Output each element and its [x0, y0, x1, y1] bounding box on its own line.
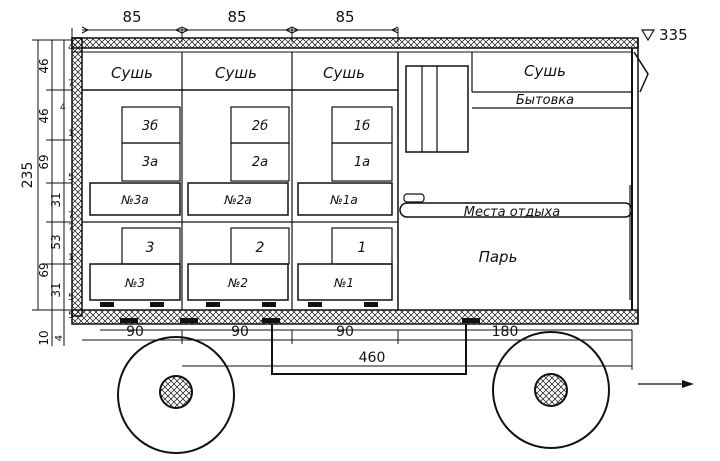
- upper-tier-2: 2б 2а №2а: [187, 106, 290, 216]
- lower-tier-2: 2 №2: [187, 227, 290, 301]
- steam-room-label: Парь: [479, 248, 518, 266]
- rest-bench-top: [399, 202, 633, 218]
- dim-left-5: 53: [49, 234, 63, 249]
- section-labels: Сушь Сушь Сушь Сушь Бытовка Места отдыха…: [111, 62, 574, 266]
- dim-height-total: 235: [20, 162, 36, 189]
- upper-tier-3: 3б 3а №3а: [89, 106, 181, 216]
- dim-small-8: 1: [68, 253, 74, 263]
- dim-bottom-1: 90: [126, 324, 144, 340]
- shelf-2a: №2а: [223, 193, 251, 207]
- dim-left-7: 31: [49, 282, 63, 297]
- floor-insulation: [71, 309, 639, 325]
- box-1: 1: [358, 240, 367, 256]
- dim-top-2: 85: [227, 8, 246, 26]
- shelf-2: №2: [227, 276, 248, 290]
- dim-left-6: 69: [37, 262, 51, 277]
- tray-2a: 2а: [252, 155, 268, 170]
- floor-supports: [100, 302, 480, 323]
- rear-wheel: [117, 336, 235, 454]
- dim-left-2: 46: [37, 108, 51, 123]
- dim-small-6: 7: [68, 211, 74, 221]
- bottom-dimensions: 90 90 90 180 460: [82, 324, 633, 370]
- dim-small-7: 7: [68, 223, 74, 233]
- tray-3b: 3б: [142, 119, 158, 134]
- top-dimensions: 85 85 85 335: [71, 8, 688, 44]
- tray-2b: 2б: [252, 119, 268, 134]
- left-dimensions: 235 46 46 69 31 53 69 31 4 7 4 1 5 7 7 1…: [20, 39, 74, 346]
- dryer-label-2: Сушь: [215, 64, 257, 82]
- front-wheel: [492, 331, 610, 449]
- dim-bottom-3: 90: [336, 324, 354, 340]
- box-2: 2: [256, 240, 265, 256]
- direction-arrow-icon: [638, 380, 694, 388]
- tray-3a: 3а: [142, 155, 158, 170]
- dim-top-1: 85: [122, 8, 141, 26]
- dim-bottom-4: 180: [492, 324, 519, 340]
- box-3: 3: [146, 240, 155, 256]
- shelf-3: №3: [124, 276, 145, 290]
- shelf-3a: №3а: [120, 193, 148, 207]
- elevation-mark-icon: [640, 29, 656, 42]
- dim-small-10: 5: [68, 311, 74, 321]
- dim-small-1: 4: [68, 43, 74, 53]
- dryer-label-3: Сушь: [111, 64, 153, 82]
- lower-tier-3: 3 №3: [89, 227, 181, 301]
- pillow: [403, 193, 425, 203]
- front-fitting: [633, 51, 649, 93]
- dressing-room-label: Бытовка: [516, 93, 574, 108]
- tray-1b: 1б: [354, 119, 370, 134]
- dryer-label-4: Сушь: [524, 62, 566, 80]
- dim-top-3: 85: [335, 8, 354, 26]
- dim-small-3: 4: [60, 103, 66, 113]
- dim-elevation: 335: [659, 26, 688, 44]
- dim-small-9: 5: [68, 293, 74, 303]
- chassis: [100, 324, 632, 375]
- dim-bottom-2: 90: [231, 324, 249, 340]
- rest-bench: [399, 185, 633, 300]
- dim-left-4: 31: [49, 192, 63, 207]
- shelf-1a: №1а: [329, 193, 357, 207]
- dim-small-4: 1: [68, 129, 74, 139]
- dryer-label-1: Сушь: [323, 64, 365, 82]
- dim-total: 460: [359, 350, 386, 366]
- dim-small-5: 5: [68, 173, 74, 183]
- tray-1a: 1а: [354, 155, 370, 170]
- shelf-1: №1: [333, 276, 354, 290]
- dim-left-1: 46: [37, 58, 51, 73]
- body-shell: [71, 37, 639, 325]
- upper-tier-1: 1б 1а №1а: [297, 106, 393, 216]
- dim-small-2: 7: [68, 79, 74, 89]
- dim-base-small: 4: [54, 335, 65, 341]
- dim-left-3: 69: [37, 154, 51, 169]
- locker: [405, 52, 473, 153]
- roof-insulation: [71, 37, 639, 49]
- dim-base: 10: [37, 330, 51, 345]
- lower-tier-1: 1 №1: [297, 227, 393, 301]
